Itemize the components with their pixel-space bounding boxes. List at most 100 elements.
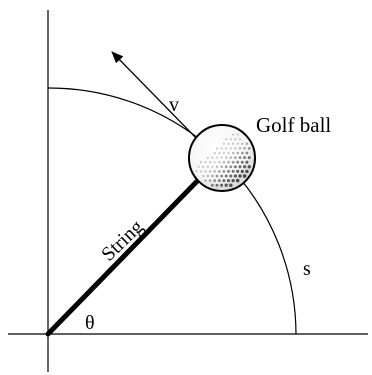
golf-ball-dimple [229, 165, 233, 169]
golf-ball-dimple [211, 156, 214, 159]
golf-ball-dimples [195, 133, 251, 187]
golf-ball-dimple [245, 160, 249, 164]
golf-ball-dimple [222, 142, 225, 145]
golf-ball-dimple [236, 151, 239, 155]
golf-ball-dimple [238, 165, 242, 169]
golf-ball-dimple [245, 169, 249, 174]
golf-ball-dimple [247, 147, 251, 150]
golf-ball-dimple [215, 174, 219, 178]
golf-ball-dimple [211, 174, 214, 178]
golf-ball-dimple [224, 183, 228, 187]
golf-ball-dimple [197, 165, 200, 168]
golf-ball-dimple [222, 152, 225, 154]
golf-ball-dimple [208, 179, 212, 182]
golf-ball-dimple [213, 170, 216, 173]
golf-ball-dimple [211, 183, 214, 187]
golf-ball-dimple [220, 183, 224, 187]
golf-ball-dimple [199, 161, 202, 164]
golf-ball-dimple [222, 170, 226, 173]
golf-ball-dimple [220, 147, 223, 150]
golf-ball-dimple [224, 165, 228, 169]
golf-ball-dimple [229, 156, 232, 159]
golf-ball-dimple [234, 156, 237, 159]
golf-ball-dimple [216, 156, 218, 159]
golf-ball-dimple [232, 142, 235, 145]
golf-ball-dimple [204, 170, 207, 173]
golf-ball-dimple [229, 183, 233, 187]
golf-ball-dimple [216, 147, 218, 150]
golf-ball-dimple [236, 133, 239, 136]
golf-ball-dimple [234, 138, 237, 141]
angle-theta-label: θ [85, 312, 95, 334]
golf-ball-dimple [220, 156, 223, 159]
golf-ball-dimple [213, 179, 217, 182]
golf-ball-dimple [234, 147, 237, 150]
golf-ball-dimple [204, 179, 207, 182]
golf-ball-dimple [227, 151, 230, 155]
golf-ball-dimple [241, 142, 244, 145]
golf-ball-dimple [218, 152, 221, 154]
golf-ball-dimple [231, 151, 235, 155]
string-line [45, 167, 211, 337]
golf-ball-dimple [233, 165, 237, 169]
golf-ball-dimple [242, 174, 247, 178]
golf-ball-dimple [227, 142, 230, 145]
golf-ball-dimple [213, 152, 216, 154]
golf-ball-dimple [204, 161, 207, 164]
golf-ball-dimple [232, 133, 235, 136]
golf-ball-dimple [225, 147, 228, 150]
golf-ball-dimple [222, 179, 226, 183]
golf-ball-dimple [240, 169, 244, 174]
golf-ball-dimple [243, 156, 247, 160]
golf-ball-dimple [231, 160, 235, 164]
golf-ball-dimple [240, 160, 244, 164]
golf-ball-dimple [241, 151, 244, 155]
golf-ball-dimple [220, 165, 223, 168]
golf-ball-dimple [211, 165, 214, 168]
golf-ball-dimple [215, 165, 219, 168]
golf-ball-dimple [245, 142, 249, 145]
golf-ball-dimple [209, 161, 212, 164]
golf-ball-dimple [225, 138, 228, 141]
golf-ball-dimple [229, 147, 232, 150]
golf-ball-dimple [245, 151, 249, 155]
golf-ball-dimple [247, 165, 251, 169]
golf-ball-dimple [206, 156, 209, 159]
golf-ball-dimple [206, 165, 209, 168]
golf-ball-dimple [218, 161, 221, 164]
golf-ball-dimple [238, 174, 242, 178]
golf-ball-dimple [217, 179, 221, 183]
golf-ball-dimple [218, 170, 221, 173]
golf-ball-dimple [209, 170, 212, 173]
golf-ball-icon [188, 124, 256, 192]
golf-ball-dimple [238, 156, 242, 159]
golf-ball-dimple [227, 169, 230, 173]
golf-ball-dimple [231, 169, 235, 173]
golf-ball-dimple [206, 174, 209, 178]
golf-ball-label: Golf ball [256, 113, 331, 137]
velocity-label: v [169, 94, 179, 116]
golf-ball-dimple [215, 183, 219, 187]
golf-ball-dimple [243, 147, 246, 150]
golf-ball-dimple [225, 156, 228, 159]
golf-ball-dimple [231, 178, 235, 183]
golf-ball-dimple [236, 169, 240, 173]
golf-ball-dimple [242, 165, 247, 169]
golf-ball-dimple [202, 174, 205, 178]
golf-ball-dimple [227, 160, 230, 164]
golf-ball-dimple [233, 174, 238, 178]
golf-ball-dimple [202, 165, 205, 168]
golf-ball-dimple [195, 170, 198, 173]
golf-ball-dimple [235, 178, 240, 183]
golf-ball-dimple [224, 174, 228, 178]
velocity-arrow [111, 51, 201, 143]
arc-length-label: s [303, 258, 311, 280]
golf-ball-dimple [229, 138, 232, 141]
golf-ball-dimple [222, 161, 226, 164]
golf-ball-dimple [229, 174, 233, 178]
golf-ball-dimple [247, 156, 251, 160]
golf-ball-dimple [213, 161, 216, 164]
golf-ball-dimple [236, 142, 239, 145]
golf-ball-dimple [238, 147, 242, 150]
